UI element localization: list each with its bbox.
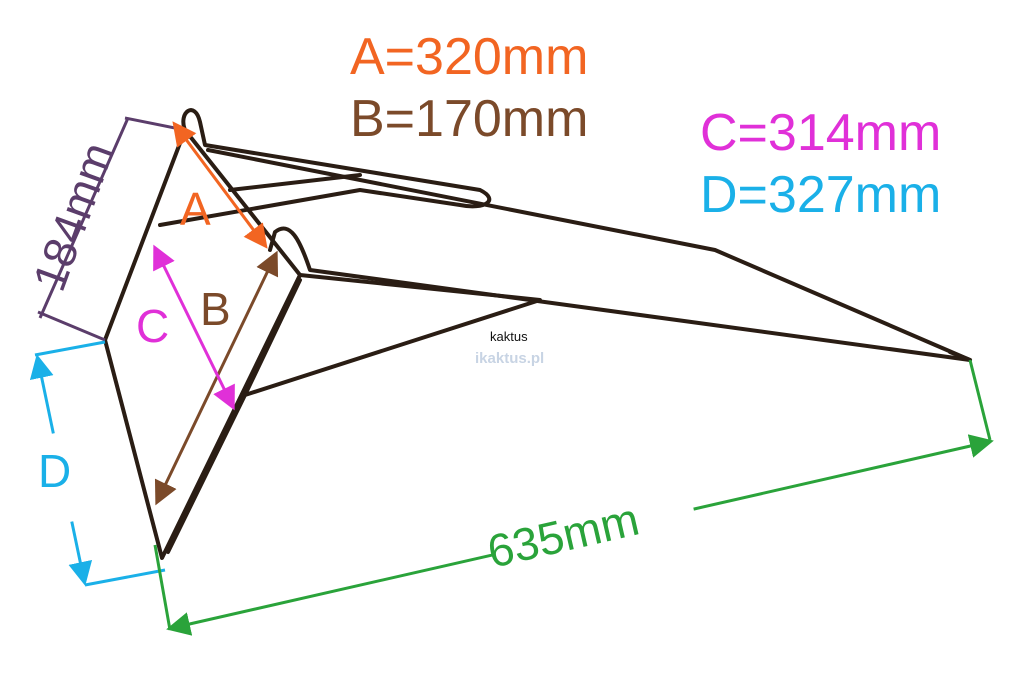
dimension-b-value: B=170mm <box>350 90 588 148</box>
length-label: 635mm <box>483 493 644 578</box>
dimension-a-marker: A <box>180 183 211 235</box>
dimension-d-marker: D <box>38 445 71 497</box>
dimension-d-value: D=327mm <box>700 166 941 224</box>
dimension-c-marker: C <box>136 300 169 352</box>
dimension-b-marker: B <box>200 283 231 335</box>
dimension-a-value: A=320mm <box>350 28 588 86</box>
height-label: 184mm <box>23 135 124 297</box>
dimension-c-value: C=314mm <box>700 104 941 162</box>
watermark-site: ikaktus.pl <box>475 350 544 367</box>
watermark-brand: kaktus <box>490 329 528 344</box>
